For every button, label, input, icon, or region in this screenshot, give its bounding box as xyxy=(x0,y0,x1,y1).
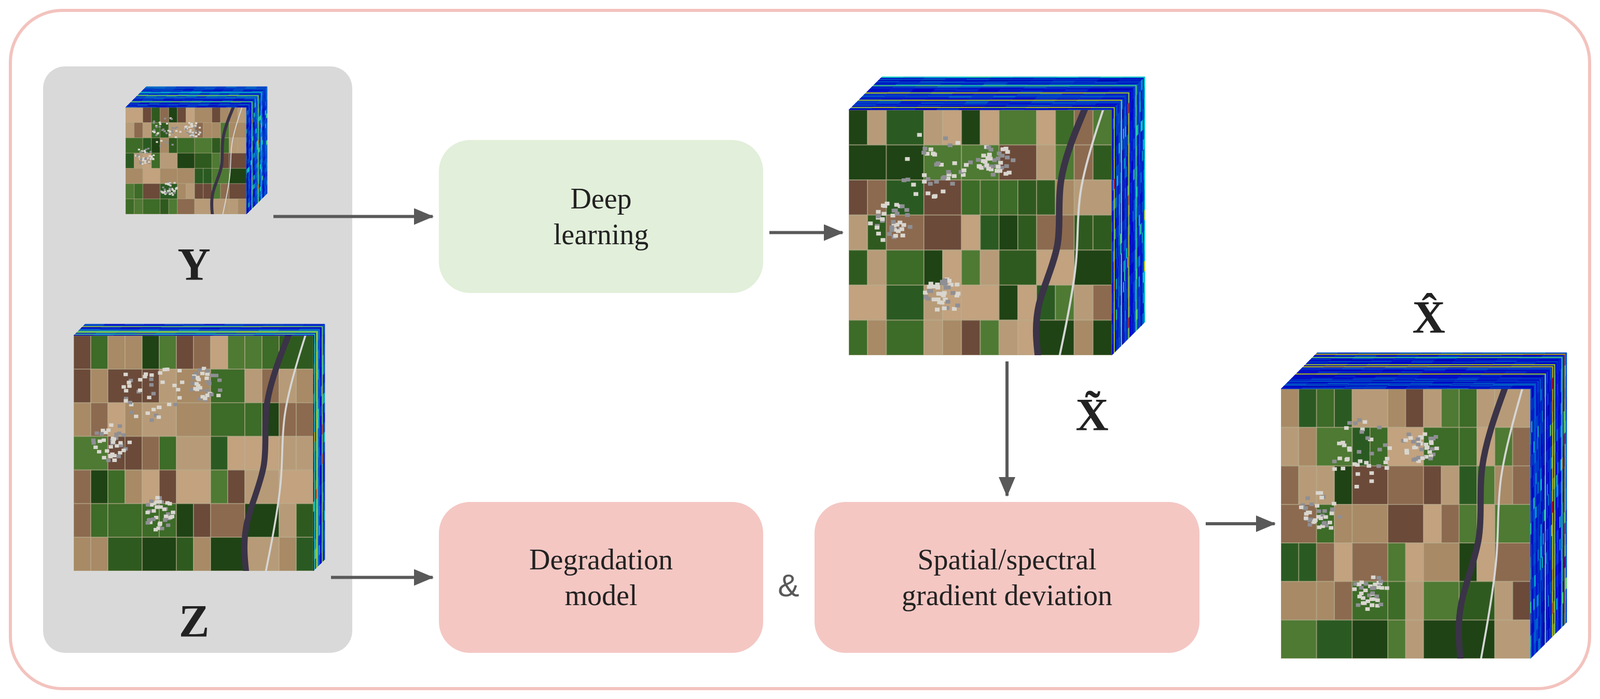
flow-arrow xyxy=(1205,522,1275,526)
data-cube: Z xyxy=(73,324,325,572)
process-box: Degradation model xyxy=(438,502,764,654)
cube-illustrations xyxy=(73,76,1567,662)
cube-label: X̂ xyxy=(1412,291,1446,344)
connector-word: & xyxy=(777,567,799,604)
data-cube: X̃ xyxy=(848,76,1146,356)
hyperspectral-cube xyxy=(125,86,268,217)
flow-arrow xyxy=(1005,361,1009,496)
process-box: Spatial/spectral gradient deviation xyxy=(814,502,1200,654)
flow-arrow xyxy=(769,231,843,235)
hyperspectral-cube xyxy=(73,324,325,574)
hyperspectral-cube xyxy=(848,76,1146,358)
box-text: Spatial/spectral gradient deviation xyxy=(866,542,1148,614)
data-cube: X̂ xyxy=(1280,352,1567,659)
box-text: Degradation model xyxy=(497,542,706,614)
process-box: Deep learning xyxy=(438,140,764,294)
flow-arrow xyxy=(273,215,433,219)
cube-label: X̃ xyxy=(1075,388,1109,441)
box-text: Deep learning xyxy=(523,181,680,253)
outer-frame xyxy=(10,10,1590,689)
input-panel xyxy=(43,66,353,654)
flow-arrow xyxy=(330,576,433,580)
cube-label: Z xyxy=(178,595,210,648)
hyperspectral-cube xyxy=(1280,352,1567,662)
data-cube: Y xyxy=(125,86,268,215)
cube-label: Y xyxy=(177,238,211,291)
